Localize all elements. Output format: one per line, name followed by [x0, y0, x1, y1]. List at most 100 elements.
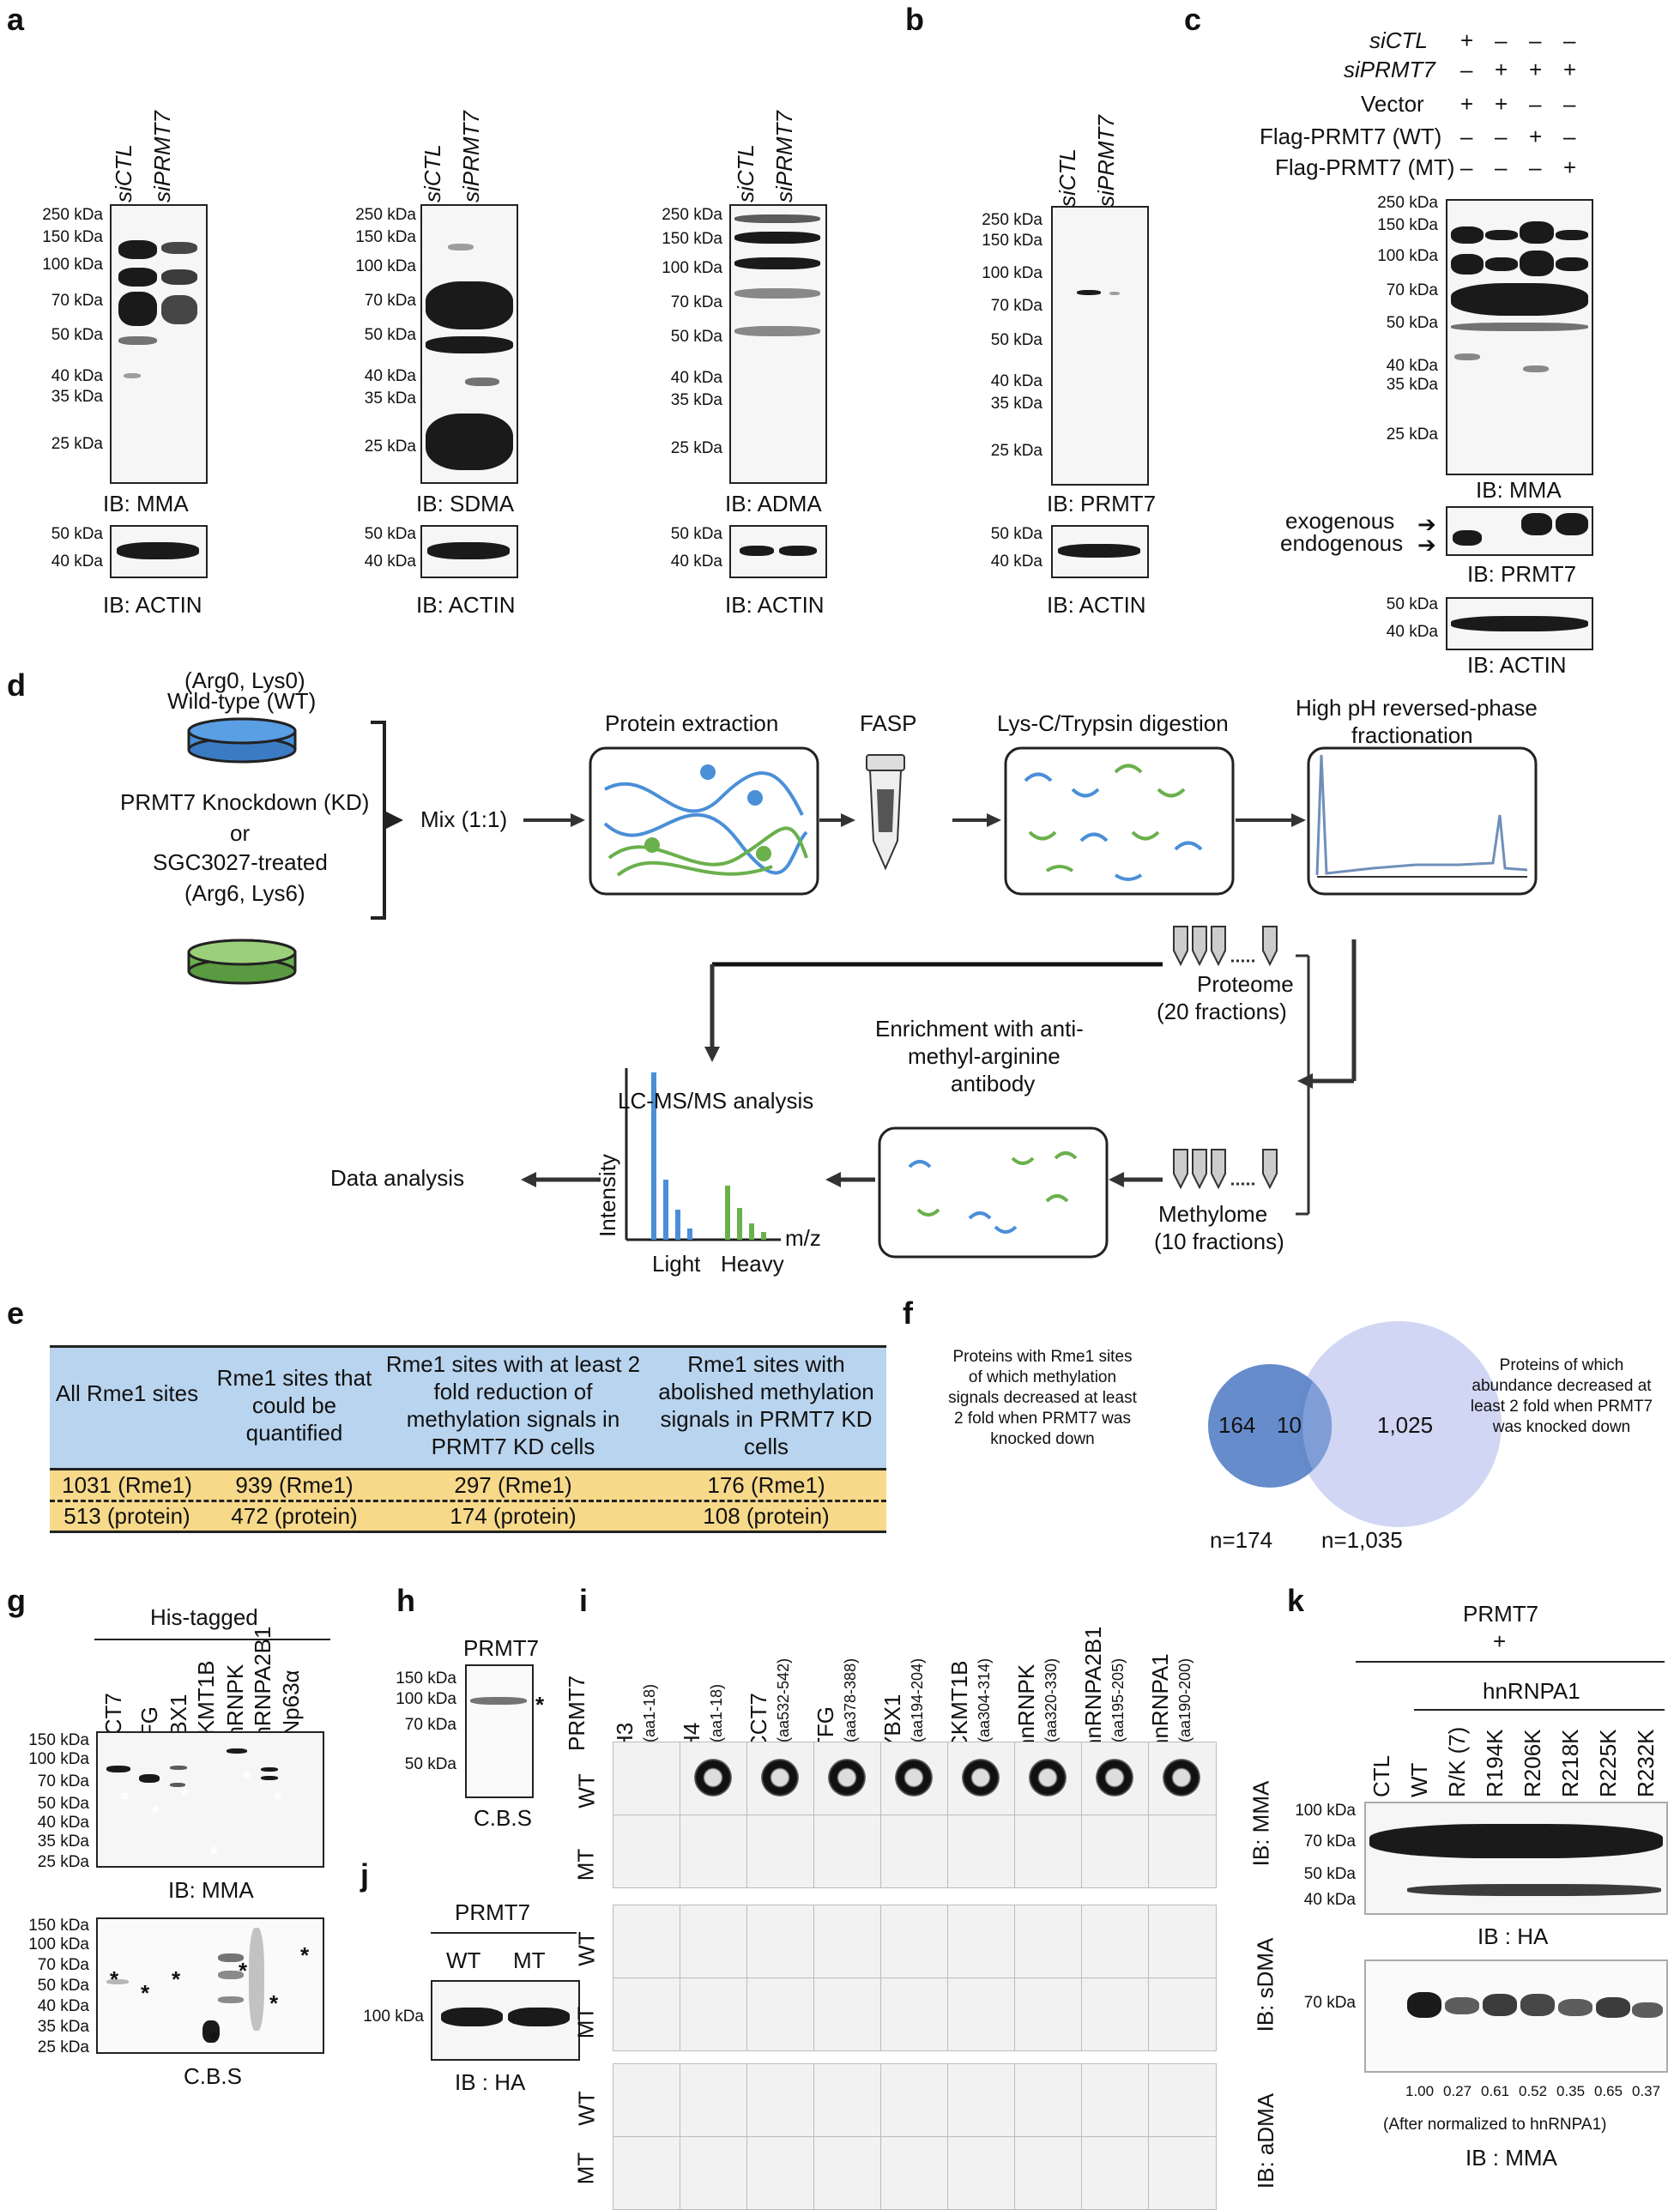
dot-blot-cell: [813, 2063, 882, 2137]
marker: 100 kDa: [363, 2008, 424, 2026]
kd-label-1: PRMT7 Knockdown (KD): [120, 789, 370, 815]
sign: +: [1495, 57, 1508, 82]
dot-blot-cell: [947, 2063, 1016, 2137]
marker: 50 kDa: [51, 326, 103, 344]
k-ratio: 0.61: [1481, 2083, 1510, 2099]
marker: 70 kDa: [1386, 281, 1438, 299]
his-tagged-label: His-tagged: [150, 1604, 258, 1630]
dot-blot-cell: [1148, 1905, 1217, 1978]
sign: –: [1563, 27, 1576, 53]
peptide-range: (aa304-314): [976, 1658, 993, 1742]
marker: 40 kDa: [364, 552, 416, 571]
sign: –: [1529, 154, 1542, 180]
marker: 100 kDa: [662, 259, 722, 277]
panel-d: Wild-type (WT) (Arg0, Lys0) (Arg0, Lys0)…: [0, 667, 1680, 1287]
venn-overlap: 10: [1277, 1412, 1302, 1438]
blot-actin-a3: [729, 525, 827, 578]
panel-letter-a: a: [7, 2, 25, 37]
lane-label-siprmt7: siPRMT7: [149, 111, 175, 202]
venn-right-desc: Proteins of which abundance decreased at…: [1470, 1356, 1653, 1436]
wt-label-2: (Arg0, Lys0): [184, 667, 305, 693]
blot-mma: [110, 204, 208, 484]
dot-blot-cell: [880, 1978, 949, 2051]
j-lane: WT: [446, 1947, 481, 1973]
marker: 50 kDa: [990, 331, 1042, 349]
k-title-2: +: [1493, 1628, 1507, 1654]
peptide-label: CKMT1B: [946, 1660, 972, 1751]
marker: 40 kDa: [37, 1814, 89, 1832]
k-lane: R232K: [1633, 1729, 1659, 1798]
methylation-dot: [828, 1759, 866, 1796]
marker: 50 kDa: [51, 525, 103, 543]
blot-label-mma: IB: MMA: [103, 491, 189, 516]
kd-label-4: (Arg6, Lys6): [184, 880, 305, 906]
mix-label: Mix (1:1): [420, 806, 508, 832]
table-cell: 176 (Rme1): [707, 1472, 825, 1498]
panel-letter-g: g: [7, 1583, 26, 1618]
marker: 25 kDa: [37, 2038, 89, 2056]
star-icon: *: [110, 1966, 119, 1992]
marker: 40 kDa: [670, 369, 722, 387]
dot-blot-cell: [680, 1814, 748, 1888]
dot-blot-cell: [613, 2136, 681, 2210]
dot-blot-cell: [880, 2136, 949, 2210]
blot-label-adma: IB: ADMA: [725, 491, 822, 516]
panel-letter-b: b: [905, 2, 924, 37]
marker: 150 kDa: [28, 1917, 89, 1935]
i-wt: WT: [573, 1773, 600, 1808]
marker: 150 kDa: [982, 232, 1042, 250]
blot-c-prmt7: [1446, 506, 1593, 556]
star-icon: *: [120, 1786, 130, 1812]
sign: –: [1495, 124, 1508, 149]
table-header-cell: All Rme1 sites: [55, 1380, 199, 1406]
blot-prmt7: [1051, 206, 1149, 486]
dot-blot-cell: [880, 1905, 949, 1978]
dot-blot-cell: [1081, 2063, 1150, 2137]
k-note: (After normalized to hnRNPA1): [1383, 2116, 1607, 2134]
marker: 40 kDa: [990, 552, 1042, 571]
marker: 35 kDa: [51, 388, 103, 406]
blot-actin-b: [1051, 525, 1149, 578]
k-ratio: 0.27: [1443, 2083, 1472, 2099]
sign: +: [1495, 91, 1508, 117]
venn-n-left: n=174: [1210, 1527, 1273, 1553]
marker: 250 kDa: [662, 206, 722, 224]
sign: –: [1495, 27, 1508, 53]
lane-label-siprmt7: siPRMT7: [458, 111, 484, 202]
marker: 150 kDa: [662, 230, 722, 248]
c-row-label: Flag-PRMT7 (MT): [1275, 154, 1455, 180]
panel-f: Proteins with Rme1 sites of which methyl…: [944, 1321, 1680, 1579]
mz-label: m/z: [785, 1225, 821, 1251]
panel-letter-i: i: [579, 1583, 589, 1618]
i-mt: MT: [572, 2006, 599, 2039]
peptide-range: (aa320-330): [1042, 1658, 1060, 1742]
marker: 40 kDa: [990, 372, 1042, 390]
blot-h-cbs: [465, 1664, 534, 1798]
i-wt: WT: [573, 2091, 600, 2126]
marker: 50 kDa: [364, 326, 416, 344]
h-title: PRMT7: [463, 1635, 540, 1661]
j-lane: MT: [513, 1947, 546, 1973]
dot-blot-cell: [1014, 1978, 1083, 2051]
methylome-label-1: Methylome: [1158, 1201, 1268, 1227]
marker: 25 kDa: [37, 1853, 89, 1871]
dot-blot-cell: [613, 1905, 681, 1978]
sign: –: [1529, 91, 1542, 117]
enrich-label-3: antibody: [951, 1071, 1036, 1096]
panel-letter-c: c: [1184, 2, 1202, 37]
methylation-dot: [1096, 1759, 1133, 1796]
blot-j-ha: [431, 1980, 580, 2061]
marker: 50 kDa: [404, 1755, 456, 1773]
blot-label-actin: IB: ACTIN: [1047, 592, 1146, 618]
marker: 40 kDa: [1303, 1891, 1356, 1909]
lane-label-siprmt7: siPRMT7: [771, 111, 797, 202]
marker: 70 kDa: [670, 293, 722, 311]
dot-blot-cell: [1014, 2063, 1083, 2137]
blot-label-h-cbs: C.B.S: [474, 1805, 532, 1831]
peptide-range: (aa378-388): [842, 1658, 859, 1742]
blot-actin-a2: [420, 525, 518, 578]
sign: –: [1529, 27, 1542, 53]
star-icon: *: [535, 1692, 545, 1718]
marker: 25 kDa: [364, 438, 416, 456]
